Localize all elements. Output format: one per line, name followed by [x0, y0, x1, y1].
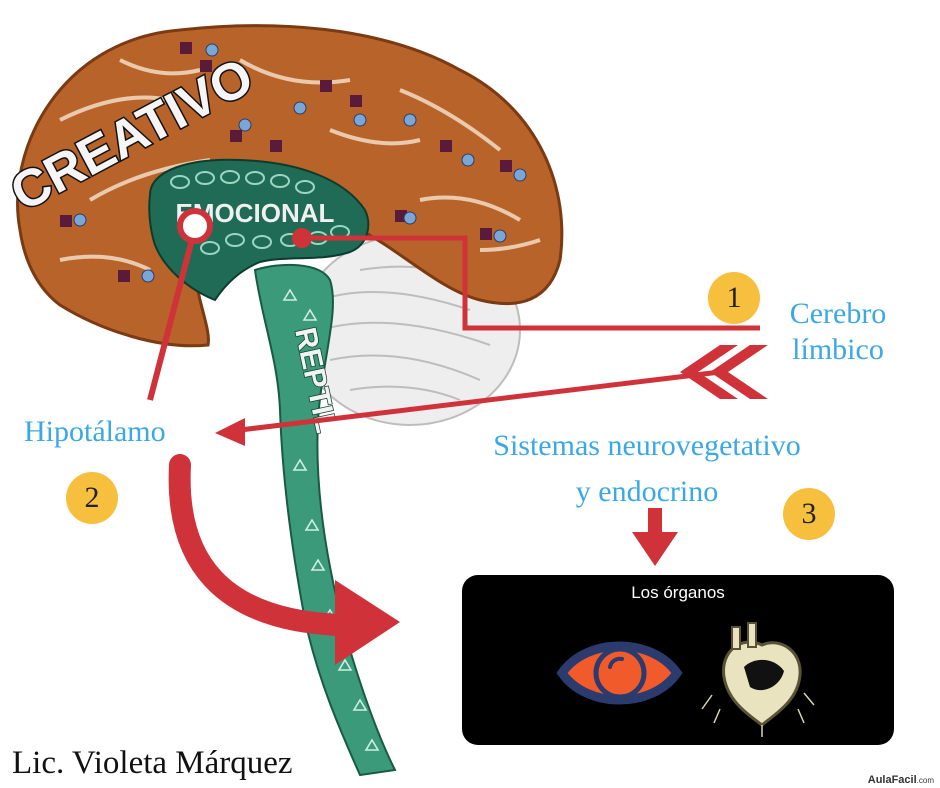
cerebro-limbico-label: Cerebro límbico	[773, 296, 903, 368]
organs-title: Los órganos	[631, 583, 725, 602]
badge-2: 2	[66, 472, 118, 524]
watermark-brand: AulaFacil	[867, 774, 917, 786]
hipotalamo-label: Hipotálamo	[24, 415, 166, 448]
organs-icons	[556, 622, 815, 737]
eye-icon	[556, 641, 683, 705]
arrow-to-hipotalamo	[215, 345, 768, 446]
heart-icon	[701, 622, 815, 737]
cerebro-limbico-line2: límbico	[792, 333, 884, 366]
author-name: Lic. Violeta Márquez	[12, 745, 293, 781]
sistemas-line1: Sistemas neurovegetativo	[493, 429, 801, 462]
connector-limbic	[292, 228, 760, 331]
watermark: AulaFacil.com	[868, 774, 934, 786]
curved-arrow-to-organs	[168, 454, 400, 665]
arrow-down-to-organs	[632, 508, 678, 566]
organs-panel: Los órganos	[462, 575, 894, 745]
badge-1: 1	[708, 272, 760, 324]
sistemas-label: Sistemas neurovegetativo y endocrino	[432, 428, 862, 510]
cerebro-limbico-line1: Cerebro	[789, 297, 887, 330]
badge-3: 3	[783, 488, 835, 540]
sistemas-line2: y endocrino	[575, 475, 719, 508]
connector-hipotalamo	[147, 208, 213, 401]
watermark-suffix: .com	[916, 776, 934, 785]
